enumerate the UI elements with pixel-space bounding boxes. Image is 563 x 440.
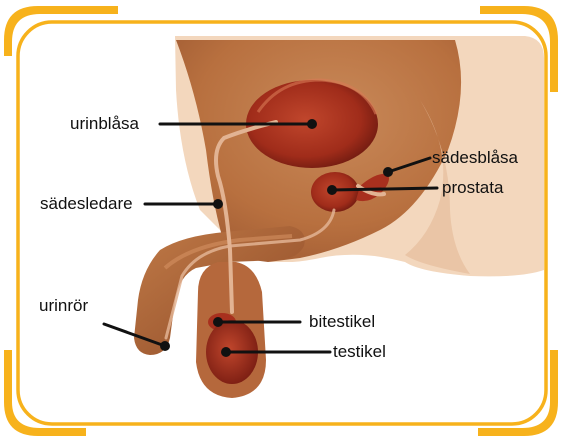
dot-seminal-vesicle [383, 167, 393, 177]
dot-urethra [160, 341, 170, 351]
dot-vas-deferens [213, 199, 223, 209]
leader-prostate [332, 188, 437, 190]
label-prostate: prostata [442, 178, 503, 198]
label-testis: testikel [333, 342, 386, 362]
label-seminal-vesicle: sädesblåsa [432, 148, 518, 168]
dot-testis [221, 347, 231, 357]
dot-prostate [327, 185, 337, 195]
label-vas-deferens: sädesledare [40, 194, 133, 214]
dot-bladder [307, 119, 317, 129]
dot-epididymis [213, 317, 223, 327]
label-bladder: urinblåsa [70, 114, 139, 134]
label-epididymis: bitestikel [309, 312, 375, 332]
label-urethra: urinrör [39, 296, 88, 316]
